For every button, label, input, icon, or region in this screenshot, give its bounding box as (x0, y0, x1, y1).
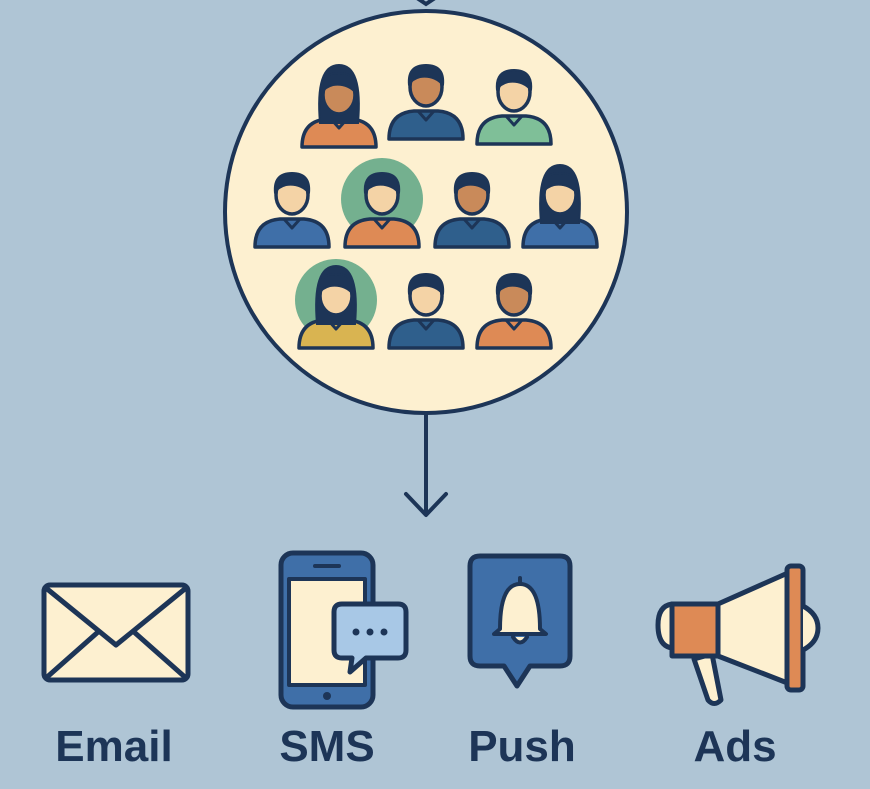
bell-notification-icon (467, 553, 573, 689)
incoming-arrow (416, 0, 436, 7)
person-icon (521, 163, 599, 249)
channel-label-ads: Ads (693, 722, 777, 771)
audience-group-icon (223, 9, 629, 415)
person-icon (300, 63, 378, 149)
channel-label-push: Push (468, 722, 576, 771)
envelope-icon (41, 582, 191, 683)
people-layer (253, 63, 599, 350)
person-icon (387, 273, 465, 350)
person-icon (295, 259, 377, 350)
phone-chat-icon (278, 550, 409, 710)
person-icon (475, 273, 553, 350)
person-icon (253, 172, 331, 249)
channel-label-email: Email (55, 722, 173, 771)
person-icon (341, 158, 423, 249)
channel-label-sms: SMS (279, 722, 375, 771)
person-icon (475, 69, 553, 146)
megaphone-icon (655, 563, 821, 706)
person-icon (433, 172, 511, 249)
person-icon (387, 64, 465, 141)
down-arrow (404, 412, 448, 517)
